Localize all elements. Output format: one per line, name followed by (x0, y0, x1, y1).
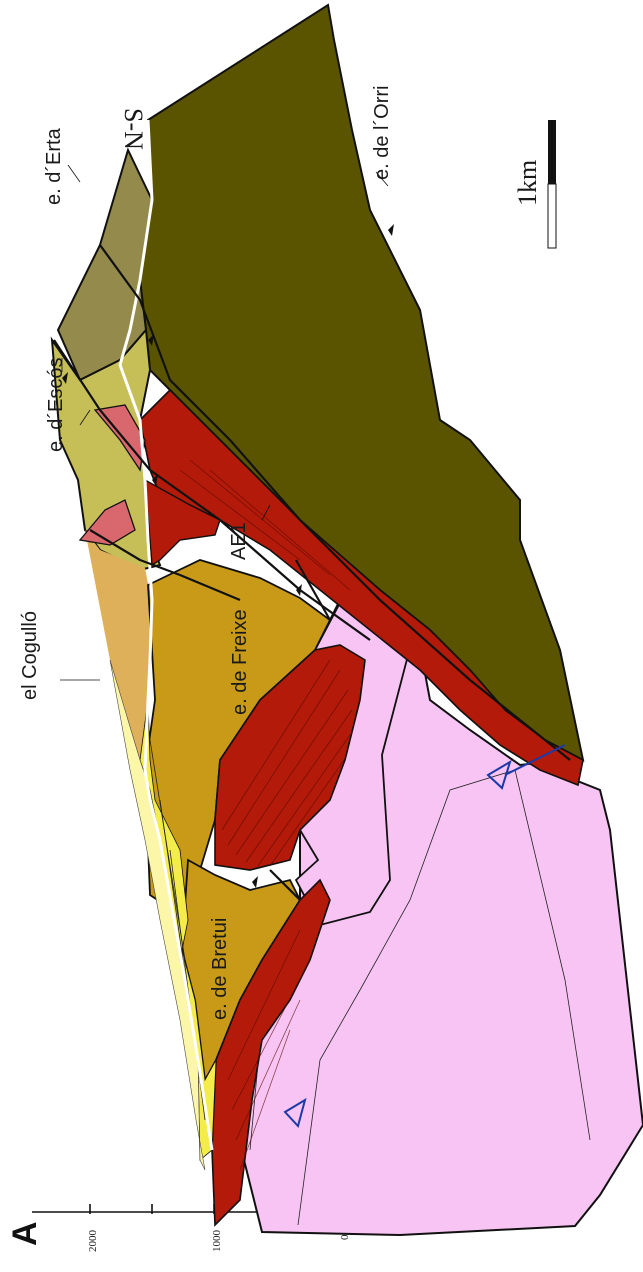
label-bretui: e. de Bretui (209, 918, 231, 1020)
label-orri: e. de l´Orri (371, 86, 393, 180)
label-freixe: e. de Freixe (229, 609, 251, 715)
label-escos: e. d´Escós (45, 358, 67, 452)
label-cogullo: el Cogulló (19, 611, 41, 700)
section-letter: A (6, 1221, 44, 1246)
label-direction: S-N (119, 108, 148, 150)
scale-bar-label: 1km (513, 160, 542, 206)
label-erta: e. d´Erta (43, 127, 65, 205)
axis-tick-0: 0 (339, 1234, 351, 1240)
axis-tick-1000: 1000 (211, 1230, 223, 1253)
label-ae1: AE1 (228, 522, 250, 560)
axis-tick-2000: 2000 (87, 1230, 99, 1253)
scale-bar: 1km (513, 120, 556, 248)
